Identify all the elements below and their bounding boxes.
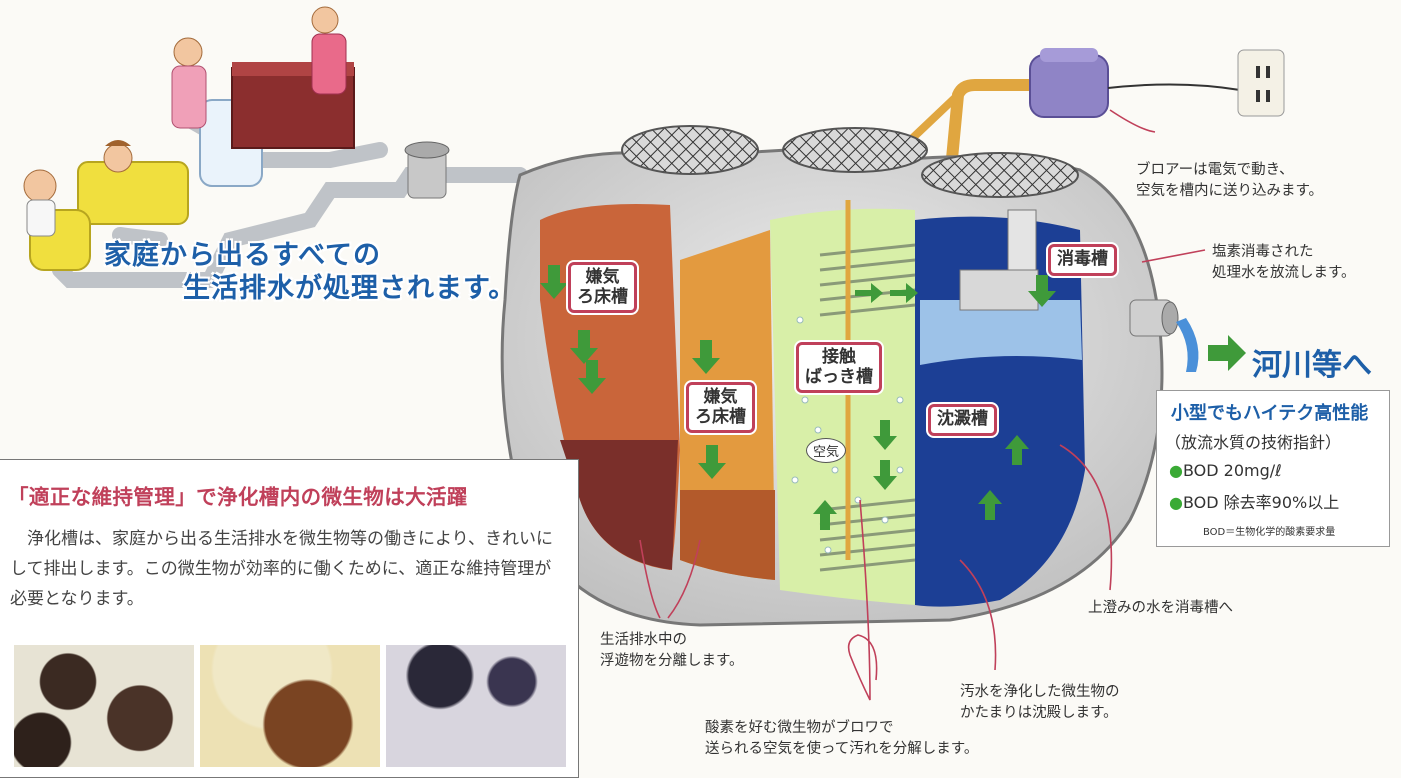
label-sedimentation-tank: 沈澱槽 (928, 404, 997, 436)
performance-item-2: ●BOD 除去率90%以上 (1169, 489, 1339, 513)
power-outlet (1237, 49, 1285, 117)
note-supernatant: 上澄みの水を消毒槽へ (1088, 600, 1233, 616)
flow-arrows (540, 265, 1056, 530)
bullet-icon: ● (1169, 493, 1183, 512)
maintenance-box: 「適正な維持管理」で浄化槽内の微生物は大活躍 浄化槽は、家庭から出る生活排水を微… (0, 459, 579, 778)
outflow-arrow (1208, 335, 1246, 371)
label-anaerobic-tank-1: 嫌気 ろ床槽 (568, 262, 637, 314)
label-anaerobic-tank-2: 嫌気 ろ床槽 (686, 382, 755, 434)
performance-item-text: BOD 20mg/ℓ (1182, 461, 1282, 480)
performance-footnote: BOD＝生物化学的酸素要求量 (1203, 527, 1336, 538)
microbe-photo-2 (200, 645, 380, 767)
bath-scene (77, 140, 189, 225)
note-blower: ブロアーは電気で動き、 空気を槽内に送り込みます。 (1136, 162, 1324, 200)
label-contact-aeration-tank: 接触 ばっき槽 (796, 342, 882, 394)
note-aerobic: 酸素を好む微生物がブロワで 送られる空気を使って汚れを分解します。 (705, 720, 979, 758)
headline-line-1: 家庭から出るすべての (104, 240, 382, 271)
performance-item-1: ●BOD 20mg/ℓ (1169, 461, 1282, 480)
microbe-photo-3 (386, 645, 566, 767)
note-solids: 生活排水中の 浮遊物を分離します。 (600, 632, 744, 670)
microbe-photo-1 (14, 645, 194, 767)
note-sediment: 汚水を浄化した微生物の かたまりは沈殿します。 (960, 684, 1120, 722)
callout-lines (639, 109, 1206, 701)
performance-box: 小型でもハイテク高性能 （放流水質の技術指針） ●BOD 20mg/ℓ ●BOD… (1156, 390, 1390, 547)
outflow-pipe (1129, 299, 1199, 372)
compartment-2-sludge (680, 490, 775, 580)
manhole-cover-2 (782, 127, 928, 173)
disinfection-tube (959, 209, 1039, 311)
contact-media (819, 243, 916, 572)
outflow-label: 河川等へ (1252, 348, 1372, 383)
label-disinfection-tank: 消毒槽 (1048, 244, 1117, 276)
bullet-icon: ● (1169, 461, 1183, 480)
performance-subtitle: （放流水質の技術指針） (1165, 433, 1342, 452)
toilet-scene (23, 169, 91, 271)
label-air: 空気 (806, 438, 847, 463)
maintenance-title: 「適正な維持管理」で浄化槽内の微生物は大活躍 (8, 485, 468, 509)
kitchen-scene (231, 6, 355, 149)
headline-line-2: 生活排水が処理されます。 (183, 273, 517, 304)
performance-title: 小型でもハイテク高性能 (1171, 403, 1369, 424)
compartment-1-sludge (560, 440, 678, 570)
manhole-cover-1 (621, 125, 759, 175)
inspection-box (404, 141, 450, 199)
note-disinfection: 塩素消毒された 処理水を放流します。 (1212, 244, 1356, 282)
manhole-cover-3 (921, 152, 1079, 198)
performance-item-text: BOD 除去率90%以上 (1182, 493, 1340, 512)
maintenance-body: 浄化槽は、家庭から出る生活排水を微生物等の働きにより、きれいにして排出します。こ… (10, 529, 553, 609)
compartment-4-upper (920, 300, 1082, 365)
